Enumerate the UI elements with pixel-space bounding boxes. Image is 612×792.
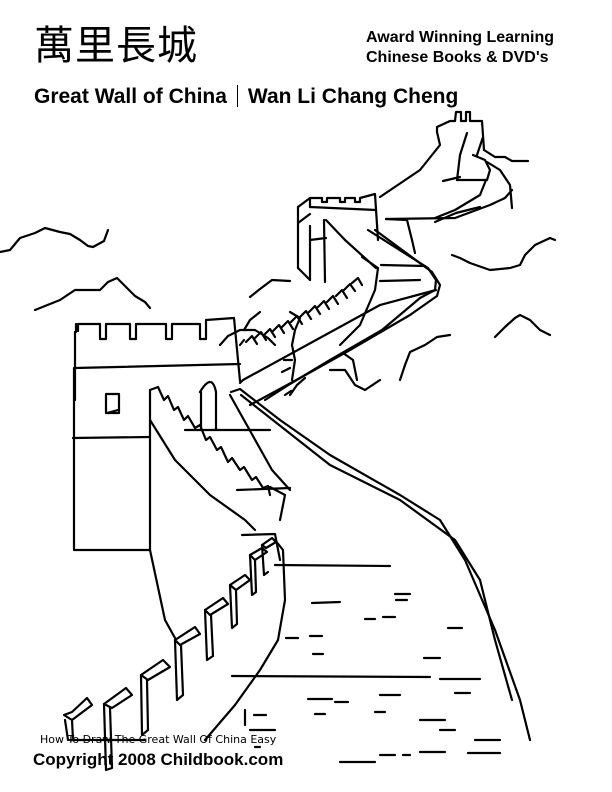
tagline: Award Winning Learning Chinese Books & D… (366, 28, 554, 68)
copyright-text: Copyright 2008 Childbook.com (33, 750, 284, 769)
title-english: Great Wall of China (34, 85, 227, 108)
title-pinyin: Wan Li Chang Cheng (247, 85, 459, 108)
caption-text: How To Draw The Great Wall Of China Easy (40, 733, 277, 746)
chinese-title: 萬里長城 (34, 23, 198, 69)
tagline-line-2: Chinese Books & DVD's (366, 49, 549, 66)
tagline-line-1: Award Winning Learning (366, 29, 555, 46)
title-divider (236, 85, 238, 107)
page-title: Great Wall of China Wan Li Chang Cheng (34, 85, 458, 107)
